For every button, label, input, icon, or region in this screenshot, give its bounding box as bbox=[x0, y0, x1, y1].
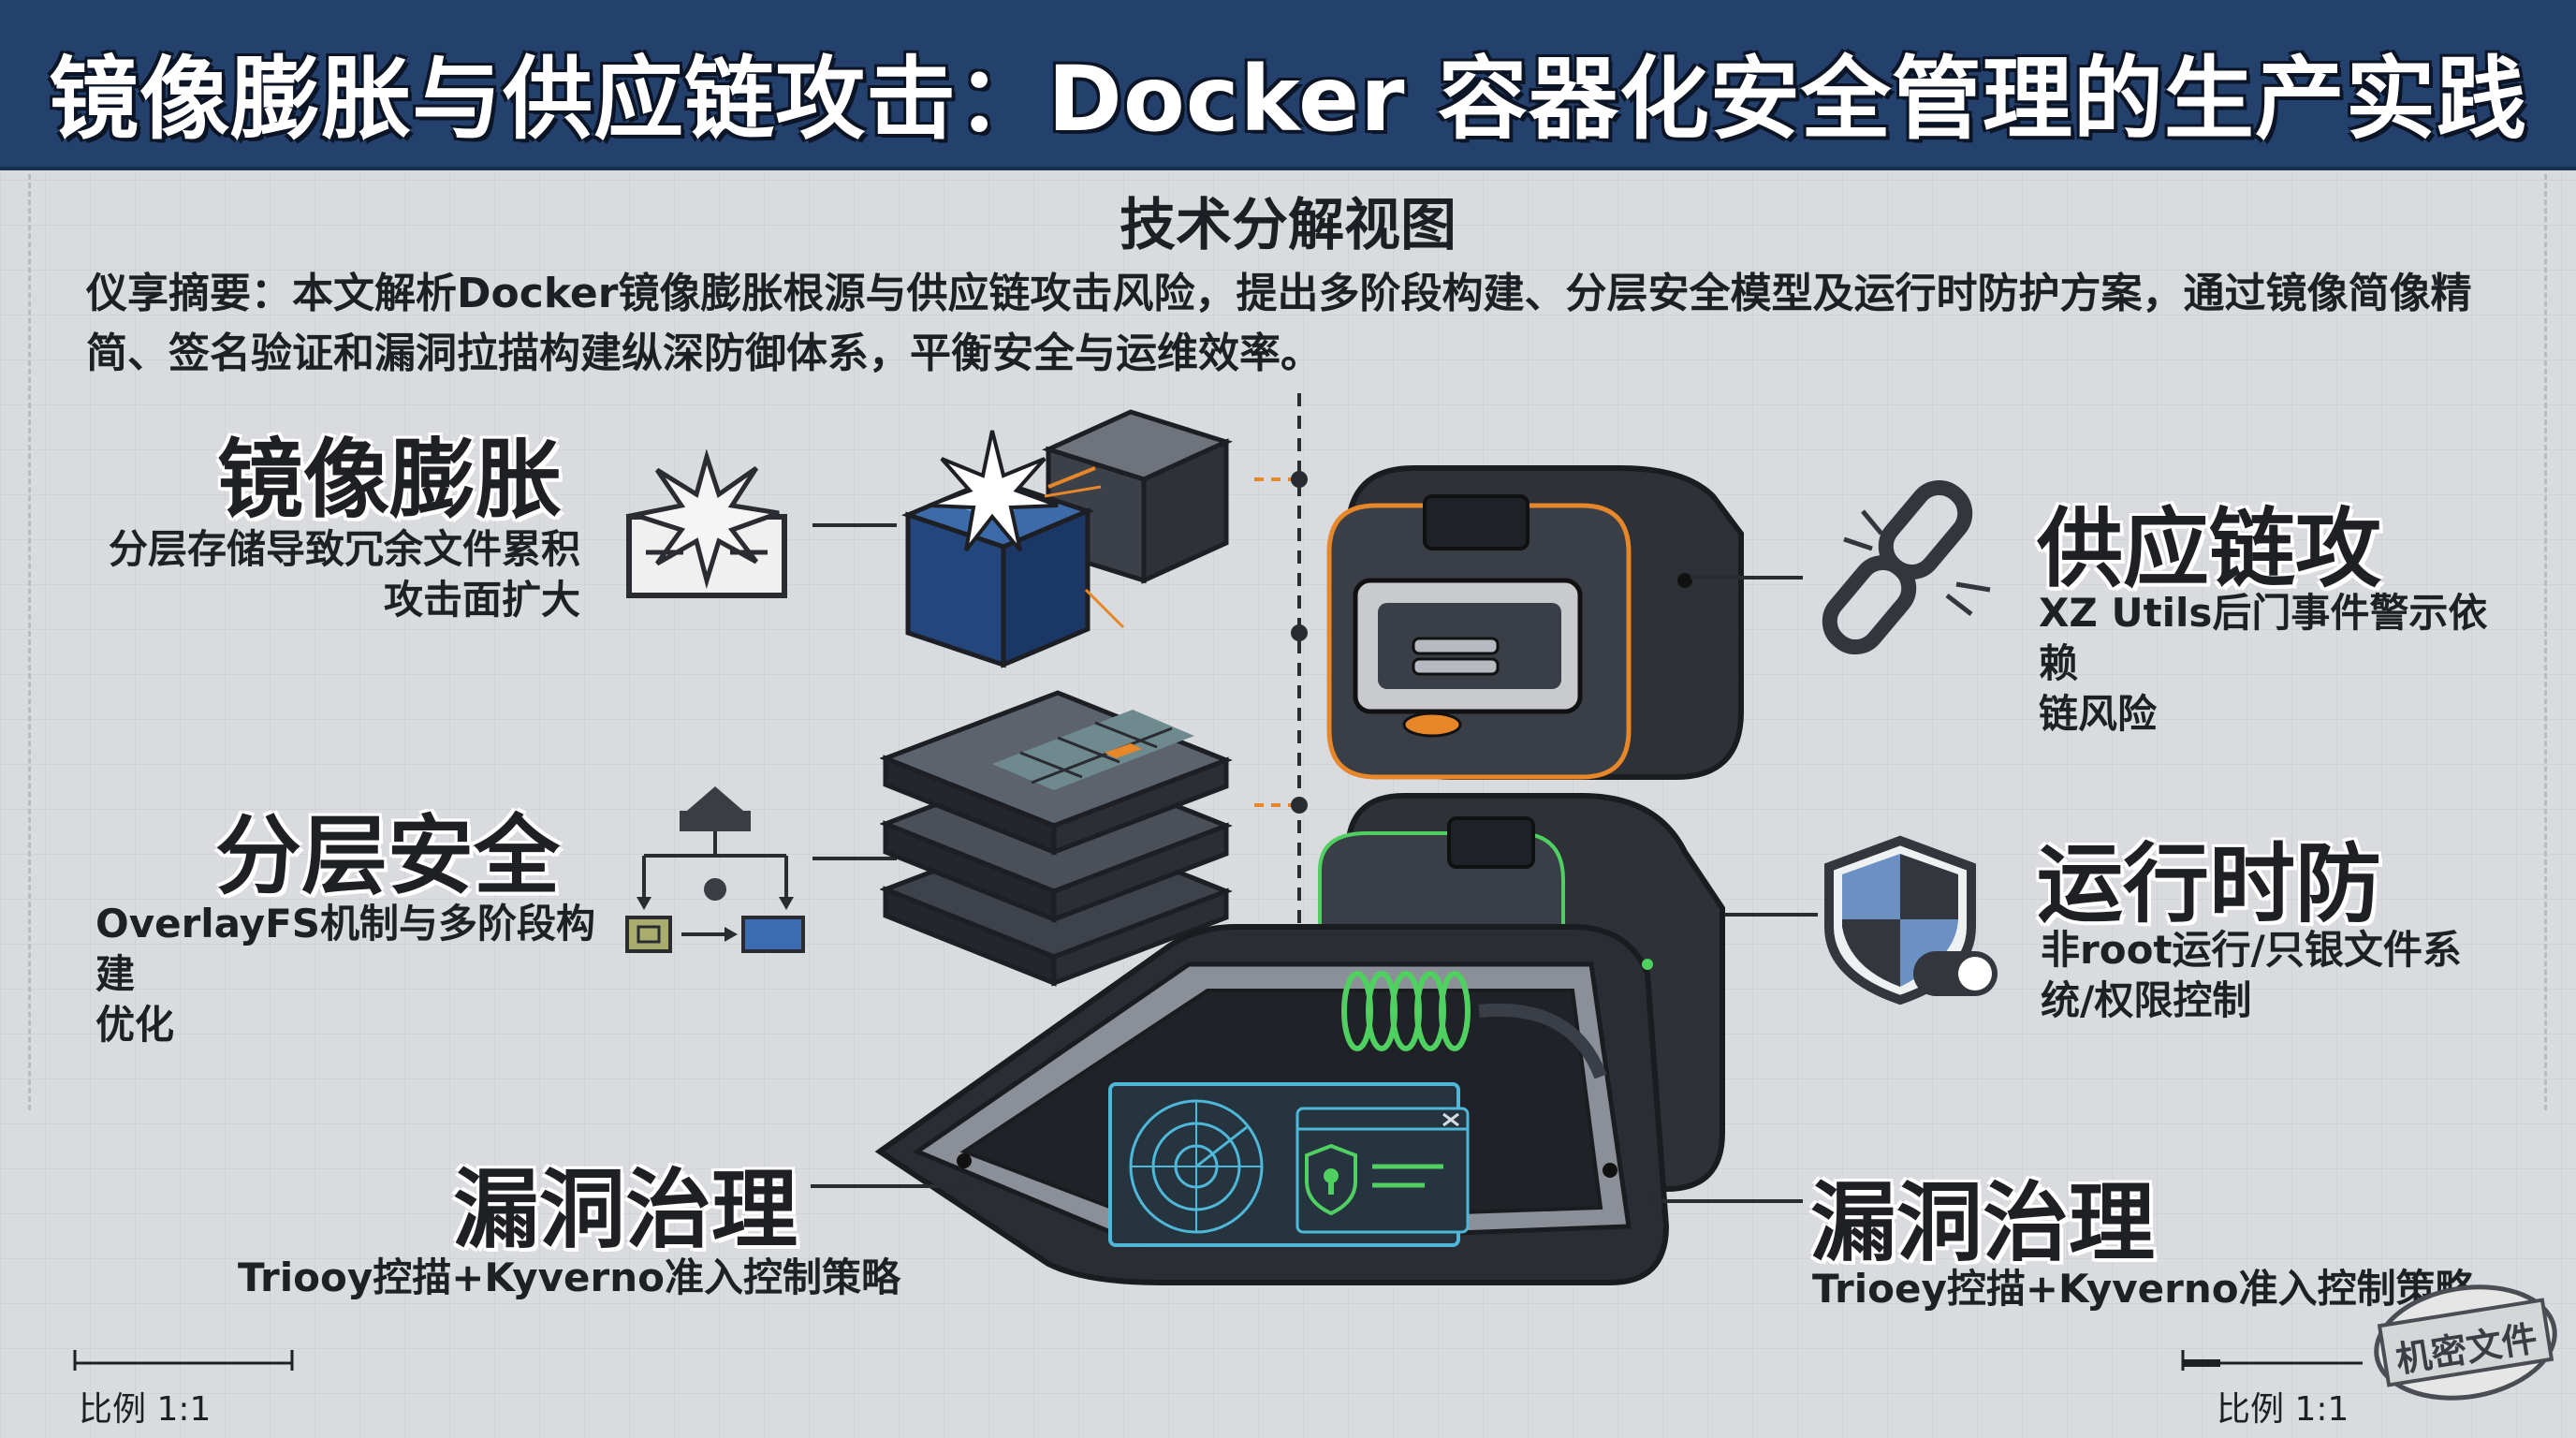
scale-ruler-left bbox=[73, 1350, 294, 1371]
desc-image-bloat-line1: 分层存储导致冗余文件累积 bbox=[108, 526, 580, 572]
desc-vuln-left: Trioоy控描+Kyverno准入控制策略 bbox=[238, 1255, 900, 1300]
desc-runtime-line2: 统/权限控制 bbox=[2041, 977, 2252, 1023]
title-banner: 镜像膨胀与供应链攻击：Docker 容器化安全管理的生产实践 bbox=[0, 0, 2576, 170]
desc-layer-security-line1: OverlayFS机制与多阶段构建 bbox=[95, 901, 596, 997]
desc-layer-security: OverlayFS机制与多阶段构建 优化 bbox=[95, 899, 620, 1050]
scale-ruler-right bbox=[2181, 1350, 2363, 1371]
heading-image-bloat: 镜像膨胀 bbox=[217, 430, 563, 530]
heading-vuln-left: 漏洞治理 bbox=[453, 1160, 798, 1260]
exploding-cubes-illustration bbox=[900, 409, 1233, 668]
desc-supply-chain: XZ Utils后门事件警示依赖 链风险 bbox=[2039, 588, 2525, 740]
heading-vuln-right: 漏洞治理 bbox=[1810, 1173, 2156, 1273]
heading-runtime: 运行时防 bbox=[2037, 834, 2382, 934]
connector-bloat bbox=[812, 523, 897, 527]
connector-layers bbox=[812, 857, 897, 860]
scale-label-left: 比例 1:1 bbox=[79, 1390, 212, 1429]
desc-supply-chain-line1: XZ Utils后门事件警示依赖 bbox=[2039, 590, 2488, 686]
connector-device-illustration bbox=[1326, 465, 1744, 780]
abstract-text: 仪享摘要：本文解析Docker镜像膨胀根源与供应链攻击风险，提出多阶段构建、分层… bbox=[86, 270, 2472, 377]
desc-runtime: 非root运行/只银文件系 统/权限控制 bbox=[2041, 925, 2527, 1026]
connector-supply bbox=[1690, 576, 1803, 580]
connector-runtime bbox=[1724, 913, 1818, 917]
desc-layer-security-line2: 优化 bbox=[95, 1002, 175, 1048]
broken-chain-icon bbox=[1822, 479, 1991, 655]
layer-flow-icon bbox=[625, 786, 805, 953]
shield-toggle-icon bbox=[1824, 835, 1998, 1005]
explosion-icon bbox=[625, 448, 787, 598]
desc-supply-chain-line2: 链风险 bbox=[2039, 691, 2158, 737]
connector-vuln-left bbox=[811, 1181, 970, 1191]
desc-image-bloat-line2: 攻击面扩大 bbox=[383, 577, 580, 623]
desc-runtime-line1: 非root运行/只银文件系 bbox=[2041, 927, 2462, 973]
heading-layer-security: 分层安全 bbox=[215, 806, 561, 906]
stacked-layers-illustration bbox=[880, 690, 1233, 987]
stamp-border bbox=[2374, 1284, 2557, 1401]
lock-shield-icon bbox=[1295, 1107, 1470, 1234]
confidential-stamp: 机密文件 bbox=[2364, 1270, 2568, 1415]
frame-line-right bbox=[2544, 174, 2547, 1110]
subtitle: 技术分解视图 bbox=[1120, 193, 1456, 258]
page-title: 镜像膨胀与供应链攻击：Docker 容器化安全管理的生产实践 bbox=[49, 47, 2527, 152]
desc-image-bloat: 分层存储导致冗余文件累积 攻击面扩大 bbox=[75, 524, 580, 625]
connector-vuln-right bbox=[1653, 1196, 1803, 1206]
frame-line-left bbox=[28, 174, 31, 1110]
desc-vuln-right: Trioеy控描+Kyverno准入控制策略 bbox=[1812, 1266, 2475, 1312]
heading-supply-chain: 供应链攻 bbox=[2037, 499, 2382, 599]
scale-label-right: 比例 1:1 bbox=[2217, 1390, 2349, 1429]
